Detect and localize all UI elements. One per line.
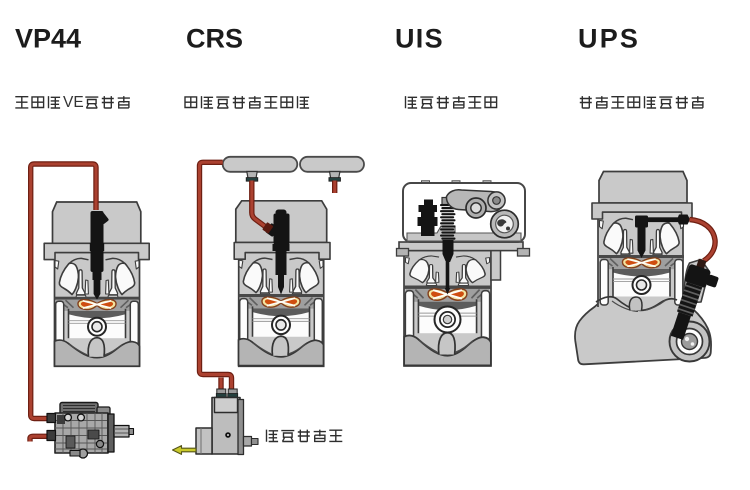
svg-text:CRS: CRS — [186, 24, 243, 54]
svg-text:VP44: VP44 — [15, 24, 81, 54]
svg-text:UIS: UIS — [395, 24, 444, 54]
svg-text:UPS: UPS — [578, 24, 640, 54]
svg-text:VE: VE — [63, 94, 84, 111]
